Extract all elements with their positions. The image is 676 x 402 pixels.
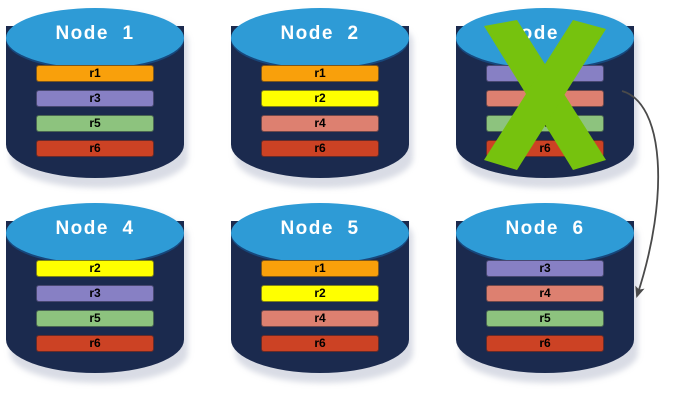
node-cylinder-2[interactable]: Node 2 r1 r2 r4 r6 — [231, 6, 413, 188]
node-cylinder-3[interactable]: Node 3 r3 r4 r5 r6 — [456, 6, 638, 188]
replica-list: r3 r4 r5 r6 — [486, 65, 604, 157]
replica-bar-r3[interactable]: r3 — [486, 260, 604, 277]
node-label: Node 5 — [280, 218, 360, 239]
node-label: Node 1 — [55, 23, 135, 44]
replica-bar-r1[interactable]: r1 — [261, 65, 379, 82]
replica-list: r2 r3 r5 r6 — [36, 260, 154, 352]
node-cylinder-5[interactable]: Node 5 r1 r2 r4 r6 — [231, 201, 413, 383]
cylinder-top-ellipse — [456, 203, 634, 263]
replica-bar-r2[interactable]: r2 — [36, 260, 154, 277]
replica-bar-r6[interactable]: r6 — [36, 140, 154, 157]
replica-bar-r3[interactable]: r3 — [36, 285, 154, 302]
node-label: Node 6 — [505, 218, 585, 239]
replica-bar-r5[interactable]: r5 — [486, 310, 604, 327]
cylinder-top-ellipse — [231, 8, 409, 68]
replica-bar-r1[interactable]: r1 — [261, 260, 379, 277]
cylinder-top-ellipse — [6, 8, 184, 68]
replica-bar-r4[interactable]: r4 — [261, 310, 379, 327]
replica-list: r1 r2 r4 r6 — [261, 260, 379, 352]
replica-bar-r4[interactable]: r4 — [486, 90, 604, 107]
cylinder-top-ellipse — [231, 203, 409, 263]
replica-bar-r1[interactable]: r1 — [36, 65, 154, 82]
cylinder-top-ellipse — [6, 203, 184, 263]
node-cylinder-4[interactable]: Node 4 r2 r3 r5 r6 — [6, 201, 188, 383]
replica-bar-r4[interactable]: r4 — [486, 285, 604, 302]
replica-bar-r5[interactable]: r5 — [36, 115, 154, 132]
replica-bar-r6[interactable]: r6 — [261, 335, 379, 352]
replica-bar-r6[interactable]: r6 — [261, 140, 379, 157]
replica-bar-r5[interactable]: r5 — [36, 310, 154, 327]
replica-bar-r4[interactable]: r4 — [261, 115, 379, 132]
node-cylinder-1[interactable]: Node 1 r1 r3 r5 r6 — [6, 6, 188, 188]
replica-bar-r2[interactable]: r2 — [261, 90, 379, 107]
node-label: Node 3 — [505, 23, 585, 44]
replica-bar-r3[interactable]: r3 — [36, 90, 154, 107]
replica-list: r3 r4 r5 r6 — [486, 260, 604, 352]
replica-bar-r6[interactable]: r6 — [36, 335, 154, 352]
node-label: Node 4 — [55, 218, 135, 239]
node-cylinder-6[interactable]: Node 6 r3 r4 r5 r6 — [456, 201, 638, 383]
replica-bar-r6[interactable]: r6 — [486, 140, 604, 157]
node-label: Node 2 — [280, 23, 360, 44]
replica-bar-r2[interactable]: r2 — [261, 285, 379, 302]
replica-bar-r5[interactable]: r5 — [486, 115, 604, 132]
replica-list: r1 r2 r4 r6 — [261, 65, 379, 157]
replica-bar-r3[interactable]: r3 — [486, 65, 604, 82]
replica-bar-r6[interactable]: r6 — [486, 335, 604, 352]
replica-list: r1 r3 r5 r6 — [36, 65, 154, 157]
